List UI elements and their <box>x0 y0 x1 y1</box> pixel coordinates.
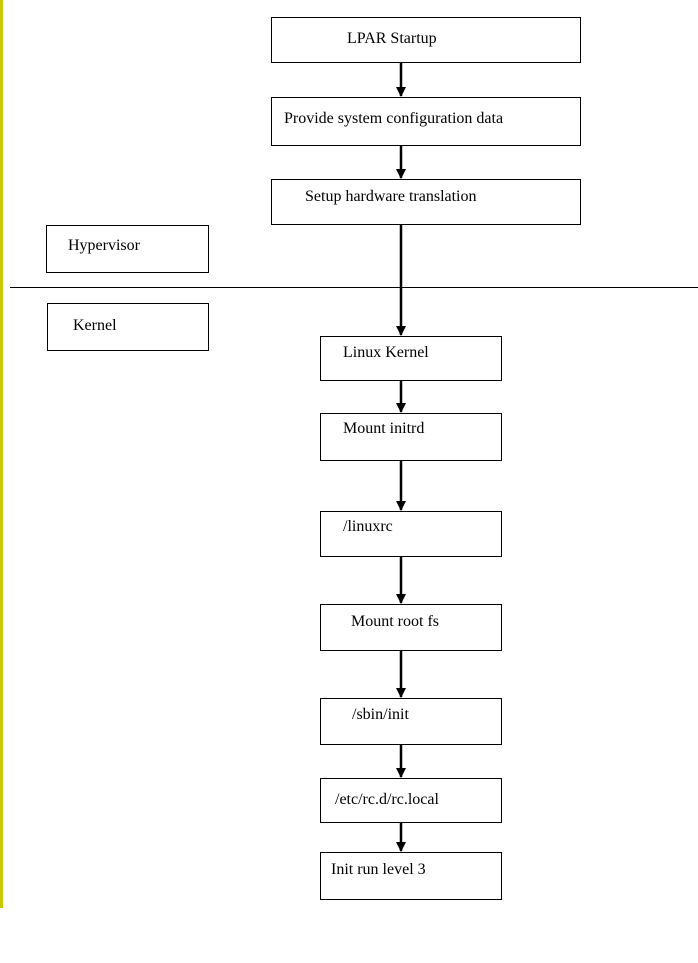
step-mount-initrd: Mount initrd <box>320 413 502 461</box>
step-label: Linux Kernel <box>343 344 429 361</box>
kernel-layer-label: Kernel <box>73 317 117 334</box>
step-init-run-level-3: Init run level 3 <box>320 852 502 900</box>
step-label: /etc/rc.d/rc.local <box>335 791 439 808</box>
step-label: Mount root fs <box>351 613 439 630</box>
step-linux-kernel: Linux Kernel <box>320 336 502 381</box>
step-label: Init run level 3 <box>331 861 426 878</box>
step-sbin-init: /sbin/init <box>320 698 502 745</box>
left-margin-rule <box>0 0 3 908</box>
step-label: Setup hardware translation <box>305 188 477 205</box>
hypervisor-layer-label: Hypervisor <box>68 237 140 254</box>
step-lpar-startup: LPAR Startup <box>271 17 581 63</box>
step-label: /linuxrc <box>343 518 393 535</box>
layer-divider-line <box>10 287 698 288</box>
kernel-layer-box: Kernel <box>47 303 209 351</box>
step-label: Mount initrd <box>343 420 425 437</box>
hypervisor-layer-box: Hypervisor <box>46 225 209 273</box>
step-etc-rc-local: /etc/rc.d/rc.local <box>320 778 502 823</box>
step-label: /sbin/init <box>352 706 409 723</box>
step-label: LPAR Startup <box>347 30 437 47</box>
step-mount-root-fs: Mount root fs <box>320 604 502 651</box>
step-setup-hw-translation: Setup hardware translation <box>271 179 581 225</box>
step-label: Provide system configuration data <box>284 110 504 127</box>
step-linuxrc: /linuxrc <box>320 511 502 557</box>
step-provide-config-data: Provide system configuration data <box>271 97 581 146</box>
